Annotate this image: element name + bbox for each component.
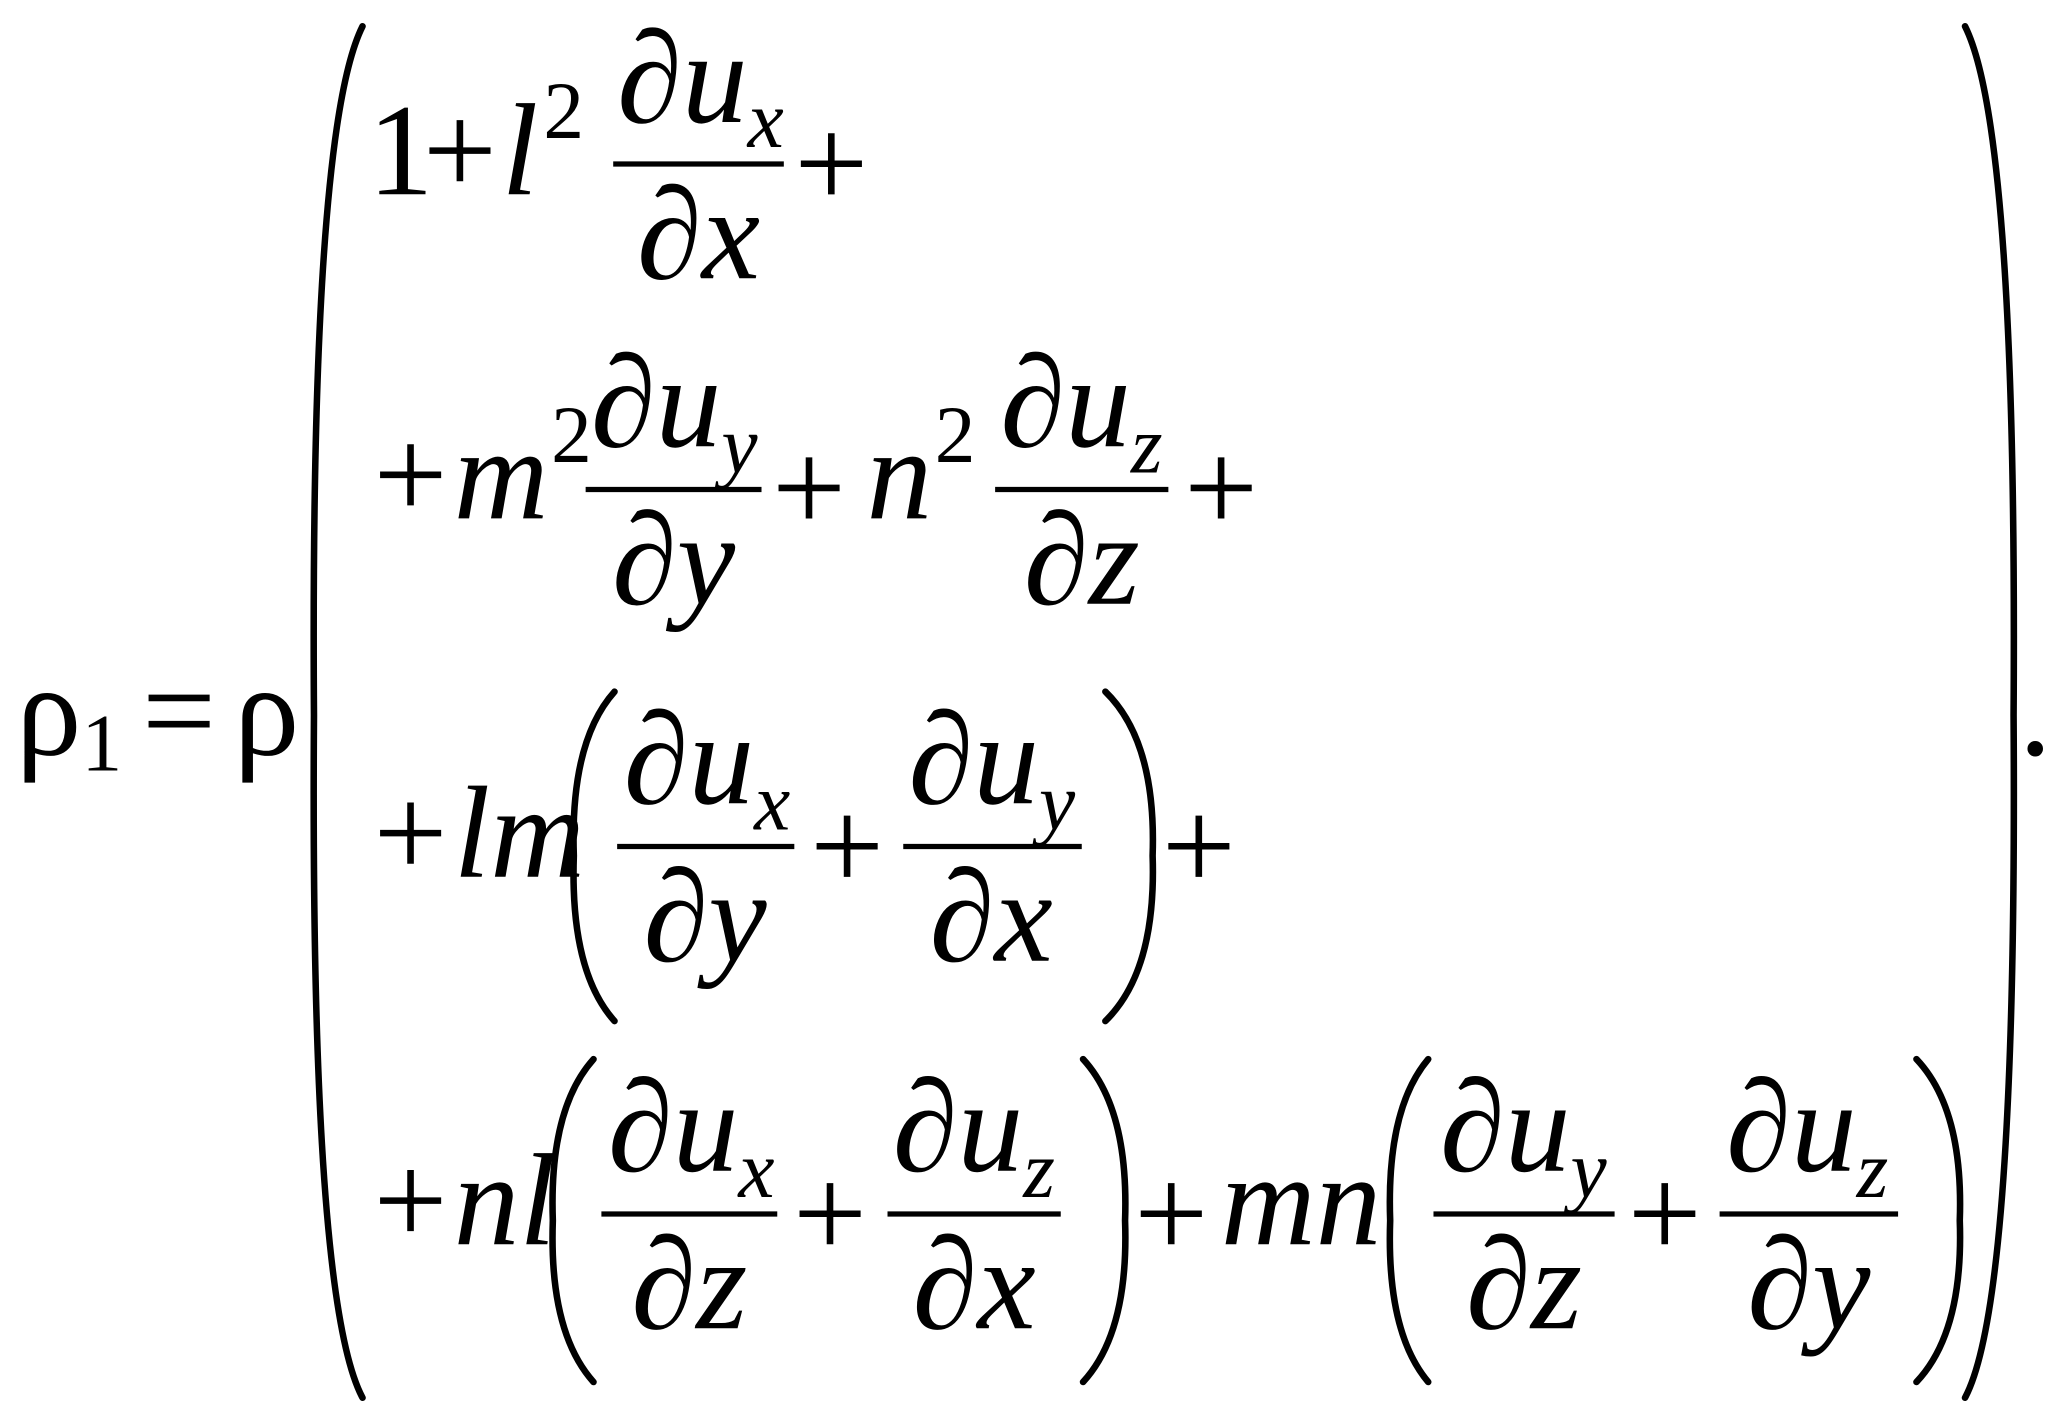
numerator: ∂uz (1726, 1055, 1888, 1215)
n-squared: n2 (867, 389, 976, 547)
denominator: ∂x (637, 162, 760, 307)
numerator: ∂ux (617, 6, 784, 165)
plus: + (772, 416, 846, 561)
numerator-base: ∂u (909, 687, 1039, 832)
m-squared: +m2 (365, 389, 592, 547)
plus: + (810, 774, 884, 919)
term-lm: +lm (365, 761, 585, 906)
fraction-dux-dx: ∂ux ∂x (613, 6, 784, 307)
numerator: ∂ux (624, 687, 791, 847)
numerator-base: ∂u (608, 1055, 738, 1200)
denominator: ∂y (644, 845, 768, 990)
term-nl: +nl (365, 1128, 556, 1273)
numerator-subscript: z (1856, 1124, 1889, 1215)
fraction-duz-dy: ∂uz ∂y (1719, 1055, 1899, 1357)
plus: + (423, 78, 497, 223)
plus: + (1134, 1141, 1208, 1286)
fraction-duy-dx: ∂uy ∂x (903, 687, 1082, 990)
numerator-subscript: z (1022, 1124, 1055, 1215)
fraction-dux-dy: ∂ux ∂y (617, 687, 795, 990)
row-2: +m2 ∂uy ∂y + n2 ∂uz ∂z + (365, 330, 1258, 632)
plus: + (793, 1141, 867, 1286)
left-paren (1386, 1055, 1432, 1386)
plus: + (1184, 416, 1258, 561)
rho-with-subscript: ρ1 (16, 639, 122, 789)
numerator-base: ∂u (1440, 1055, 1570, 1200)
plus: + (794, 91, 868, 236)
numerator-subscript: y (714, 399, 758, 490)
plus: + (1628, 1141, 1702, 1286)
rho-symbol: ρ (16, 639, 82, 784)
numerator: ∂uz (893, 1055, 1055, 1215)
numerator-base: ∂u (893, 1055, 1023, 1200)
denominator: ∂x (913, 1212, 1036, 1357)
fraction-dux-dz: ∂ux ∂z (601, 1055, 778, 1357)
plus: + (1162, 774, 1236, 919)
numerator-base: ∂u (1726, 1055, 1856, 1200)
left-paren (570, 688, 618, 1025)
numerator-subscript: x (753, 756, 790, 847)
var-l: l (502, 78, 538, 223)
row-3: +lm ∂ux ∂y + ∂uy ∂x + (365, 687, 1236, 1025)
fraction-duy-dz: ∂uy ∂z (1433, 1055, 1615, 1357)
right-paren (1079, 1055, 1129, 1386)
numerator-base: ∂u (1000, 330, 1130, 475)
denominator: ∂z (1466, 1212, 1582, 1357)
numerator-base: ∂u (591, 330, 721, 475)
numerator-base: ∂u (624, 687, 754, 832)
denominator: ∂y (612, 488, 736, 633)
row-4: +nl ∂ux ∂z + ∂uz ∂x + mn ∂uy ∂z + ∂uz ∂y (365, 1055, 1964, 1386)
numerator: ∂uy (909, 687, 1076, 847)
numerator-subscript: y (1032, 756, 1076, 847)
rho-subscript: 1 (82, 697, 123, 788)
numerator: ∂uz (1000, 330, 1162, 490)
exponent: 2 (543, 65, 584, 156)
numerator-subscript: x (737, 1124, 774, 1215)
numerator-subscript: x (747, 74, 784, 165)
rho-factor: ρ (234, 639, 300, 784)
term-one: 1 (368, 78, 434, 223)
big-left-paren (310, 22, 366, 1402)
var-n: n (867, 402, 933, 547)
right-paren (1102, 688, 1157, 1025)
equals-sign: = (142, 639, 216, 784)
term-mn: mn (1221, 1128, 1381, 1273)
left-paren (549, 1055, 597, 1386)
row-1: 1 + l2 ∂ux ∂x + (368, 6, 869, 307)
term-m: +m (365, 402, 548, 547)
lhs: ρ1 = ρ (16, 639, 299, 789)
fraction-duy-dy: ∂uy ∂y (585, 330, 762, 633)
denominator: ∂y (1747, 1212, 1871, 1357)
numerator: ∂uy (591, 330, 758, 490)
fraction-duz-dz: ∂uz ∂z (995, 330, 1169, 633)
fraction-duz-dx: ∂uz ∂x (887, 1055, 1061, 1357)
big-right-paren (1961, 22, 2018, 1402)
numerator-base: ∂u (617, 6, 747, 151)
period: . (2019, 639, 2048, 784)
numerator: ∂ux (608, 1055, 775, 1215)
denominator: ∂z (631, 1212, 747, 1357)
l-squared: l2 (502, 65, 584, 223)
numerator-subscript: z (1130, 399, 1163, 490)
numerator-subscript: y (1564, 1124, 1608, 1215)
denominator: ∂z (1024, 488, 1140, 633)
numerator: ∂uy (1440, 1055, 1607, 1215)
exponent: 2 (551, 389, 592, 480)
right-paren (1913, 1055, 1964, 1386)
exponent: 2 (935, 389, 976, 480)
denominator: ∂x (930, 845, 1053, 990)
